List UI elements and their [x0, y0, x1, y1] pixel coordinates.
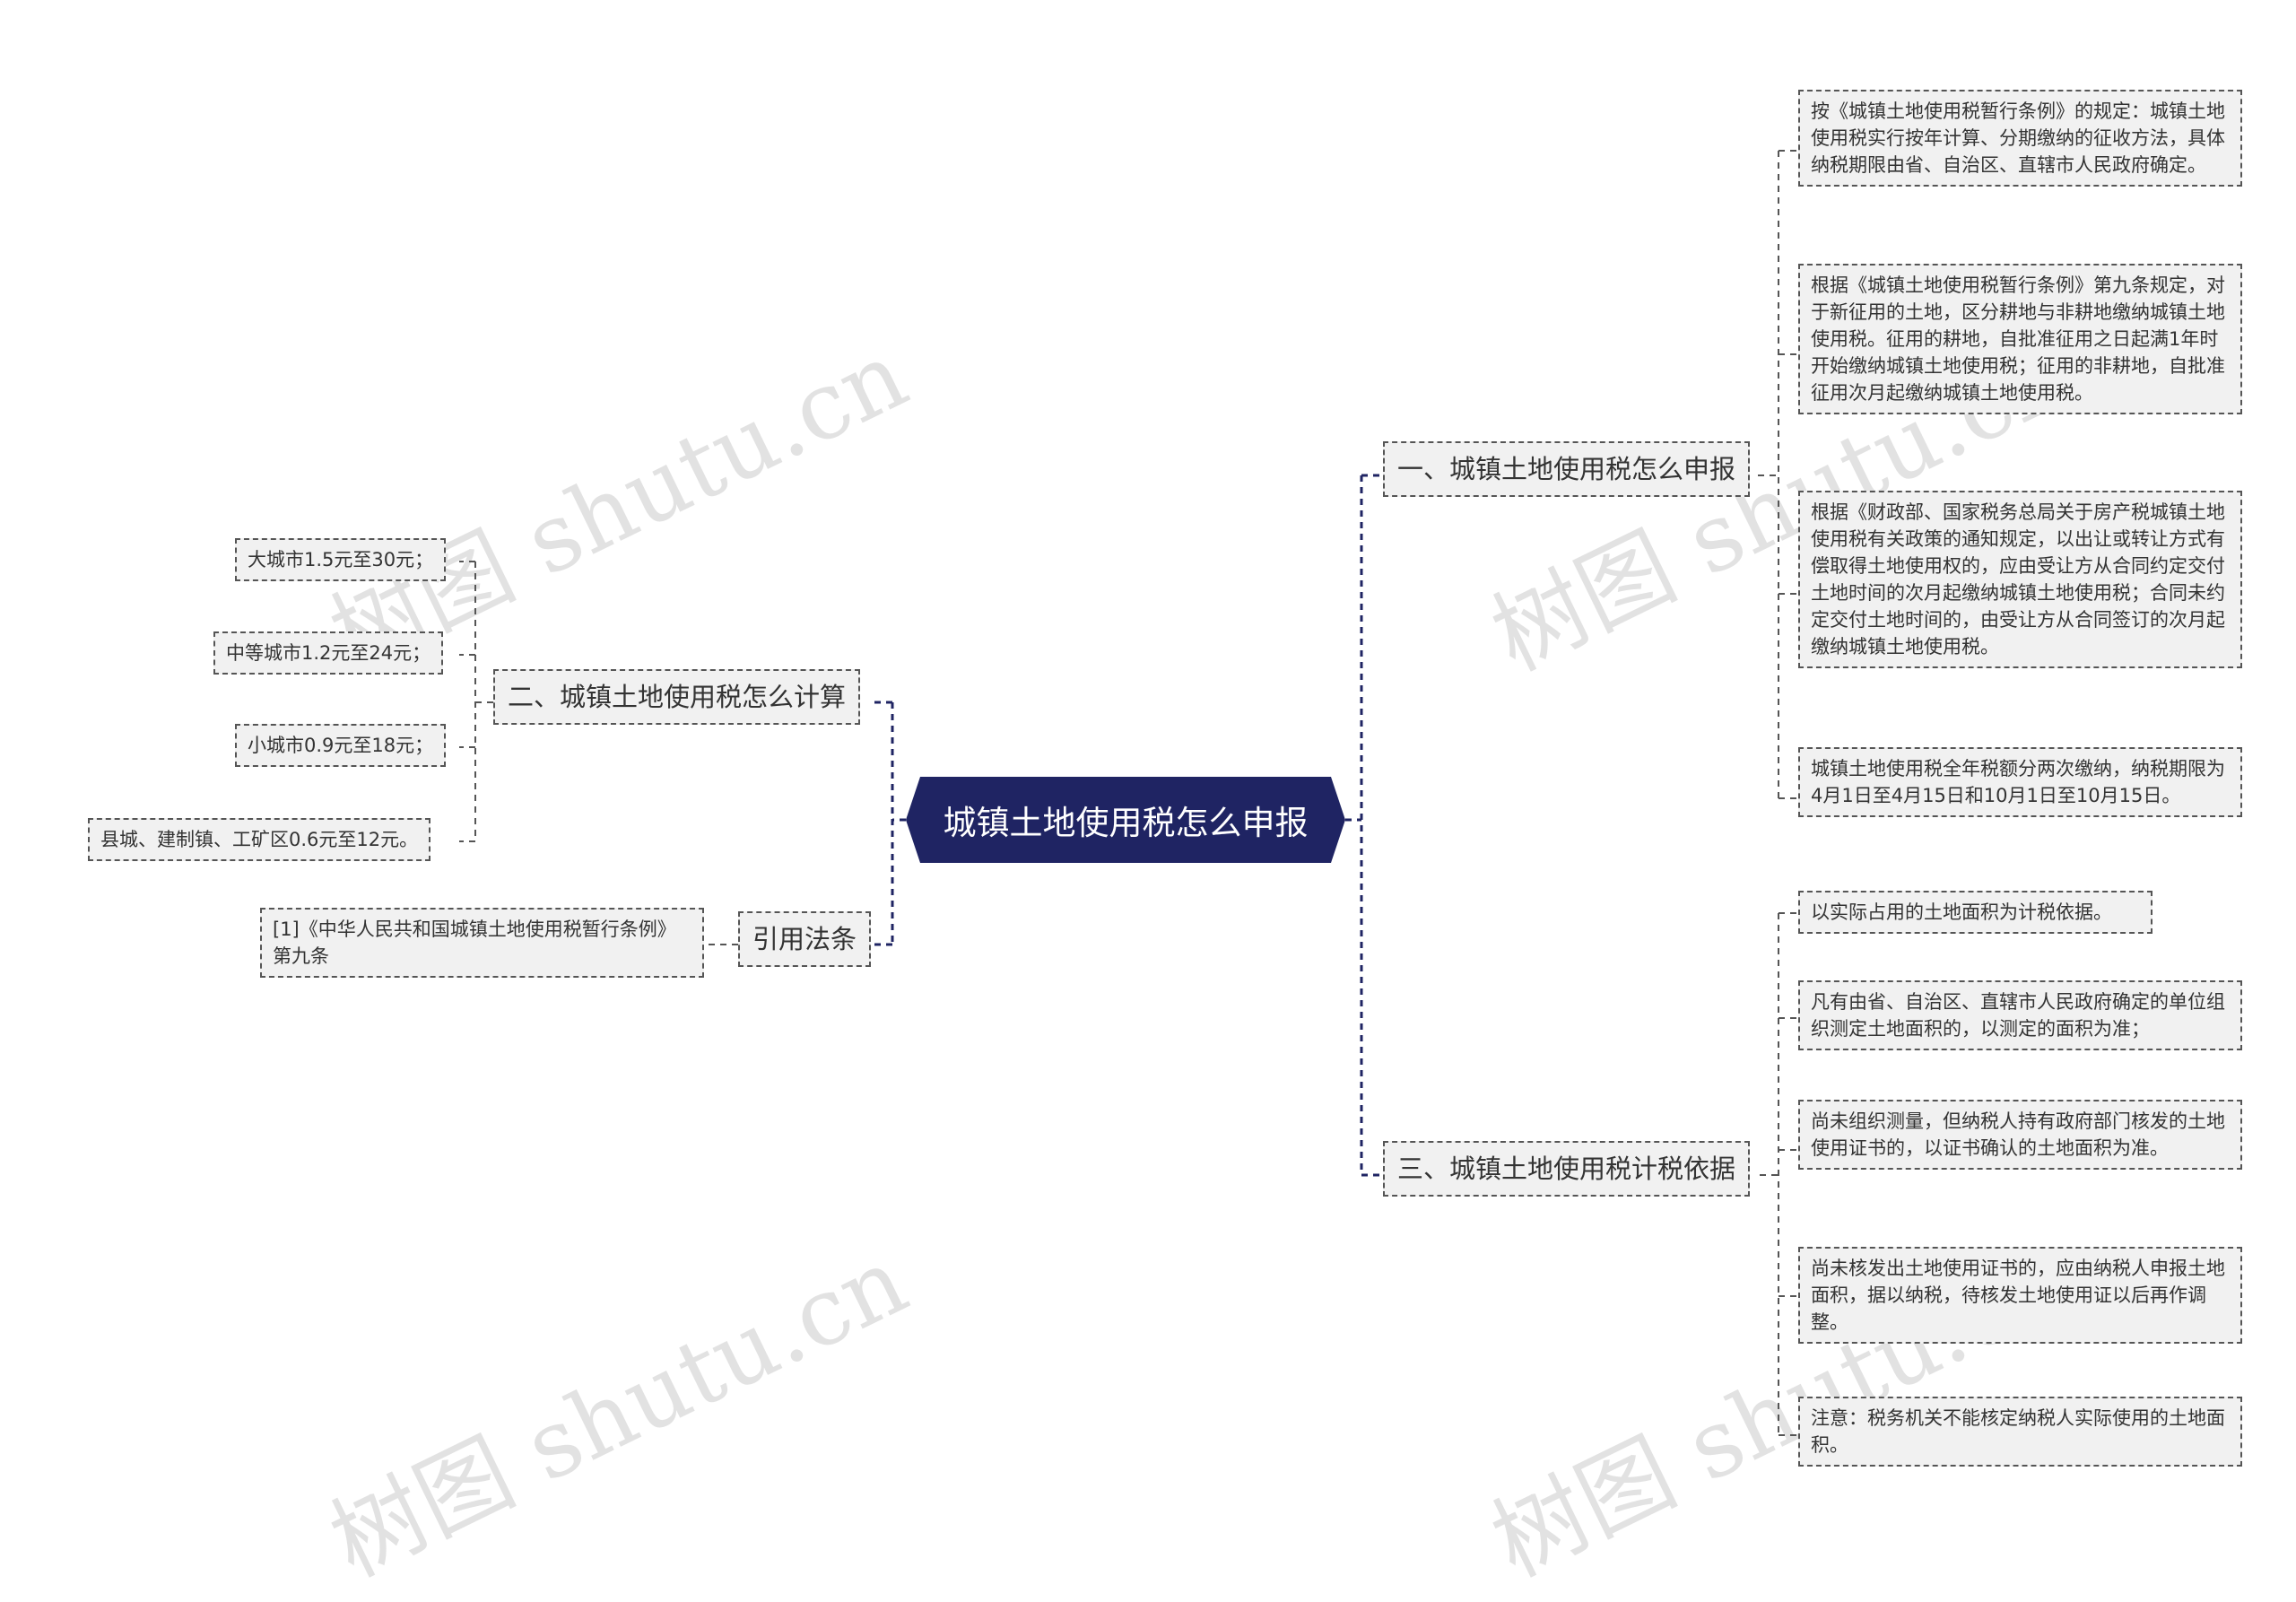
leaf-basis-1: 以实际占用的土地面积为计税依据。 — [1798, 891, 2152, 934]
leaf-basis-2: 凡有由省、自治区、直辖市人民政府确定的单位组织测定土地面积的，以测定的面积为准； — [1798, 980, 2242, 1050]
leaf-declare-2: 根据《城镇土地使用税暂行条例》第九条规定，对于新征用的土地，区分耕地与非耕地缴纳… — [1798, 264, 2242, 414]
leaf-calc-2: 中等城市1.2元至24元； — [213, 631, 444, 675]
leaf-basis-5: 注意：税务机关不能核定纳税人实际使用的土地面积。 — [1798, 1397, 2242, 1467]
leaf-basis-4: 尚未核发出土地使用证书的，应由纳税人申报土地面积，据以纳税，待核发土地使用证以后… — [1798, 1247, 2242, 1344]
branch-calc[interactable]: 二、城镇土地使用税怎么计算 — [493, 669, 861, 725]
leaf-basis-3: 尚未组织测量，但纳税人持有政府部门核发的土地使用证书的，以证书确认的土地面积为准… — [1798, 1100, 2242, 1170]
watermark: 树图 shutu.cn — [314, 1225, 924, 1598]
branch-basis[interactable]: 三、城镇土地使用税计税依据 — [1383, 1141, 1751, 1197]
leaf-calc-1: 大城市1.5元至30元； — [235, 538, 447, 581]
leaf-declare-4: 城镇土地使用税全年税额分两次缴纳，纳税期限为4月1日至4月15日和10月1日至1… — [1798, 747, 2242, 817]
root-node[interactable]: 城镇土地使用税怎么申报 — [943, 804, 1309, 842]
branch-law[interactable]: 引用法条 — [738, 911, 872, 967]
leaf-declare-3: 根据《财政部、国家税务总局关于房产税城镇土地使用税有关政策的通知规定，以出让或转… — [1798, 491, 2242, 668]
leaf-law-1: [1]《中华人民共和国城镇土地使用税暂行条例》 第九条 — [260, 908, 704, 978]
leaf-declare-1: 按《城镇土地使用税暂行条例》的规定：城镇土地使用税实行按年计算、分期缴纳的征收方… — [1798, 90, 2242, 187]
leaf-calc-4: 县城、建制镇、工矿区0.6元至12元。 — [88, 818, 431, 861]
leaf-calc-3: 小城市0.9元至18元； — [235, 724, 447, 767]
branch-declare[interactable]: 一、城镇土地使用税怎么申报 — [1383, 441, 1751, 497]
root-node-shape — [906, 777, 1345, 863]
